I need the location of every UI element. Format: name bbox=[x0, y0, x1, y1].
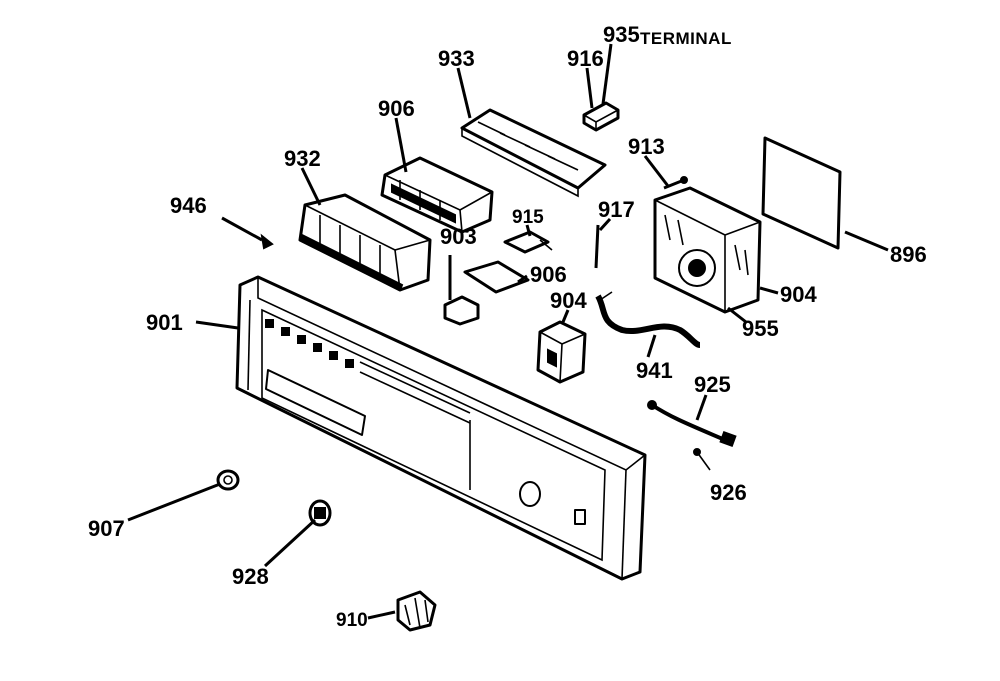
label-925: 925 bbox=[694, 372, 731, 397]
label-901: 901 bbox=[146, 310, 183, 335]
switch-903 bbox=[443, 255, 480, 326]
plate-906-lower bbox=[463, 260, 530, 294]
label-915: 915 bbox=[512, 207, 544, 228]
label-906-lower: 906 bbox=[530, 262, 567, 287]
label-935: 935 bbox=[603, 22, 640, 47]
screw-946 bbox=[221, 216, 274, 250]
label-933: 933 bbox=[438, 46, 475, 71]
label-904-left: 904 bbox=[550, 288, 587, 313]
label-903: 903 bbox=[440, 224, 477, 249]
cable-941 bbox=[595, 291, 701, 348]
pin-926 bbox=[693, 448, 711, 471]
screw-913 bbox=[663, 176, 688, 190]
label-906-upper: 906 bbox=[378, 96, 415, 121]
bracket-933 bbox=[460, 108, 607, 198]
control-panel-901 bbox=[235, 275, 647, 581]
panel-buttons bbox=[265, 319, 354, 368]
label-904-right: 904 bbox=[780, 282, 817, 307]
knob-910 bbox=[367, 590, 437, 632]
label-913: 913 bbox=[628, 134, 665, 159]
label-955: 955 bbox=[742, 316, 779, 341]
label-907: 907 bbox=[88, 516, 125, 541]
terminal-block-916 bbox=[582, 101, 620, 132]
part-915 bbox=[503, 230, 553, 254]
module-932 bbox=[298, 193, 432, 292]
cover-896 bbox=[761, 136, 842, 250]
label-910: 910 bbox=[336, 610, 368, 631]
label-926: 926 bbox=[710, 480, 747, 505]
assembly-904 bbox=[653, 186, 762, 314]
rod-917 bbox=[594, 224, 600, 269]
leader-lines bbox=[195, 43, 889, 421]
label-932: 932 bbox=[284, 146, 321, 171]
label-896: 896 bbox=[890, 242, 927, 267]
label-946: 946 bbox=[170, 193, 207, 218]
label-916: 916 bbox=[567, 46, 604, 71]
module-906-upper bbox=[380, 156, 494, 234]
cord-925 bbox=[647, 400, 737, 448]
component-904 bbox=[536, 320, 587, 384]
knob-907 bbox=[127, 469, 240, 522]
label-terminal: TERMINAL bbox=[640, 29, 732, 48]
label-941: 941 bbox=[636, 358, 673, 383]
label-928: 928 bbox=[232, 564, 269, 589]
label-917: 917 bbox=[598, 197, 635, 222]
knob-928 bbox=[263, 499, 332, 568]
